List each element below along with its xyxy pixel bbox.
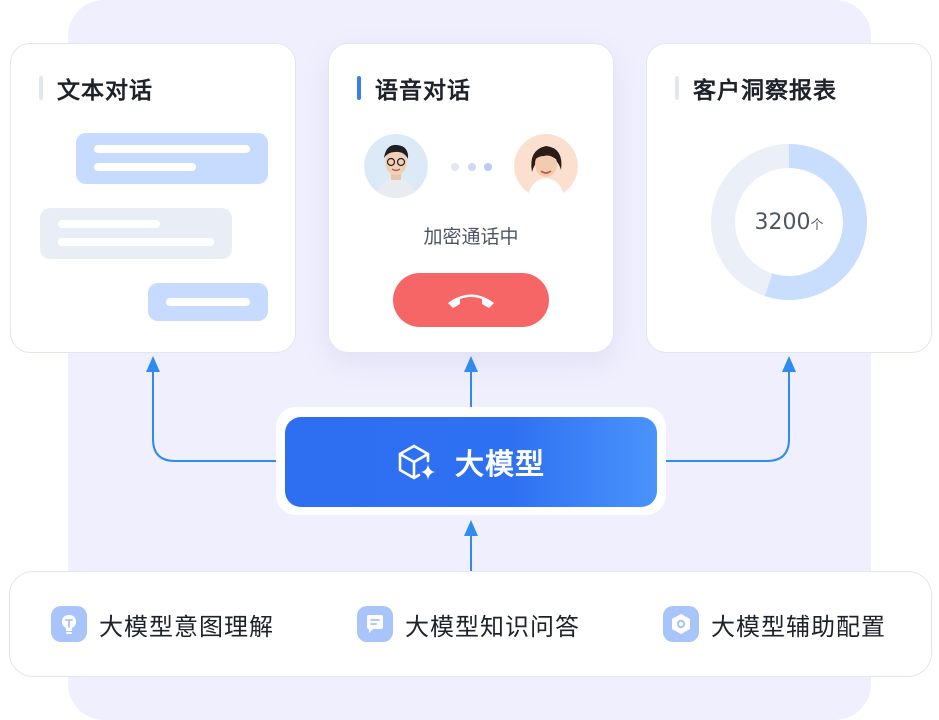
feature-intent-label: 大模型意图理解: [99, 612, 274, 641]
chat-bubble-outgoing: [148, 283, 268, 321]
title-marker: [39, 76, 43, 100]
feature-config-label: 大模型辅助配置: [711, 612, 886, 641]
voice-chat-title: 语音对话: [357, 74, 471, 104]
feature-intent[interactable]: 大模型意图理解: [51, 606, 274, 642]
feature-bar: 大模型意图理解 大模型知识问答 大模型辅助配置: [9, 571, 932, 677]
large-model-label: 大模型: [454, 447, 545, 481]
customer-avatar: [514, 134, 578, 198]
text-chat-card[interactable]: 文本对话: [10, 43, 296, 353]
large-model-button[interactable]: 大模型: [285, 417, 657, 507]
arrow-right: [782, 356, 796, 372]
call-status-text: 加密通话中: [423, 226, 519, 248]
feature-config[interactable]: 大模型辅助配置: [663, 606, 886, 642]
report-card[interactable]: 客户洞察报表 3200个: [646, 43, 932, 353]
report-title-text: 客户洞察报表: [693, 78, 837, 104]
title-marker: [357, 76, 361, 100]
report-title: 客户洞察报表: [675, 74, 837, 104]
settings-hex-icon: [663, 606, 699, 642]
cube-sparkle-icon: [398, 444, 435, 480]
connector-right: [666, 362, 790, 462]
hangup-button[interactable]: [393, 273, 549, 327]
phone-hangup-icon: [448, 294, 494, 308]
arrow-left: [146, 356, 160, 372]
connecting-dot: [468, 163, 476, 171]
chat-icon: [357, 606, 393, 642]
chat-bubble-incoming: [40, 208, 232, 259]
connecting-dot: [451, 163, 459, 171]
report-value: 3200个: [647, 210, 931, 235]
text-chat-title: 文本对话: [39, 74, 153, 104]
arrow-top: [464, 356, 478, 372]
feature-qa-label: 大模型知识问答: [405, 612, 580, 641]
arrow-bottom: [464, 520, 478, 536]
text-chat-title-text: 文本对话: [57, 78, 153, 104]
agent-avatar: [364, 134, 428, 198]
connecting-dot: [484, 163, 492, 171]
report-value-unit: 个: [810, 218, 824, 233]
lightbulb-icon: [51, 606, 87, 642]
feature-qa[interactable]: 大模型知识问答: [357, 606, 580, 642]
voice-chat-card[interactable]: 语音对话 加密通话中: [328, 43, 614, 353]
voice-chat-title-text: 语音对话: [375, 78, 471, 104]
chat-bubble-outgoing: [76, 133, 268, 184]
report-value-number: 3200: [754, 210, 811, 235]
title-marker: [675, 76, 679, 100]
donut-fill: [764, 144, 867, 300]
connector-left: [152, 362, 276, 462]
donut-chart: [711, 144, 867, 300]
